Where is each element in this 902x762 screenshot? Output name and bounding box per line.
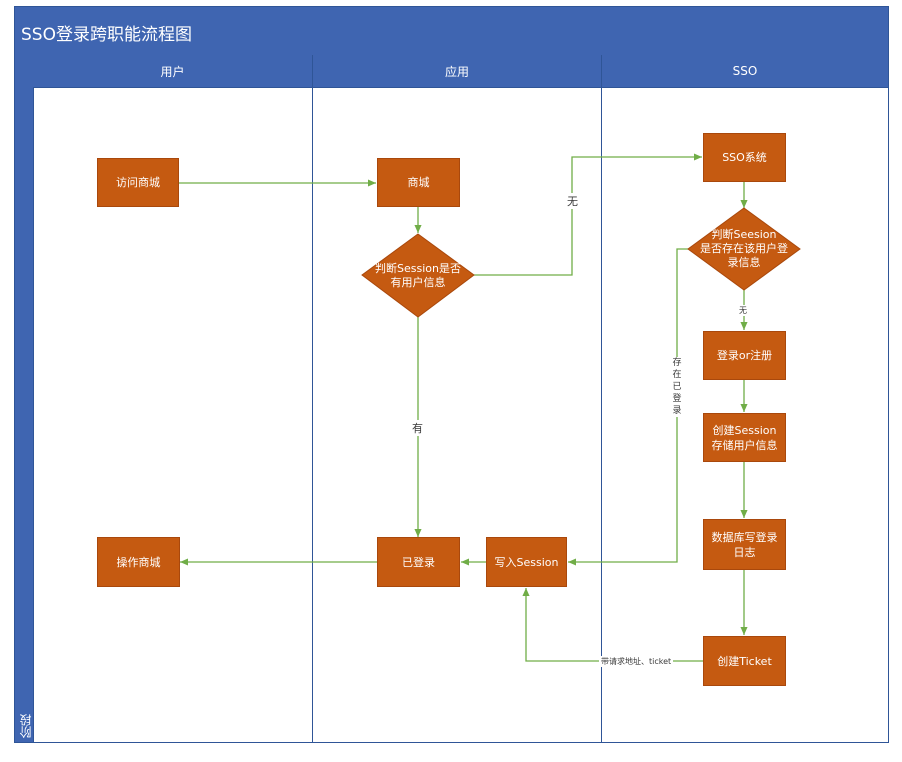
- edge-label-ticket: 带请求地址、ticket: [599, 656, 674, 667]
- node-create-session: 创建Session 存储用户信息: [703, 413, 786, 462]
- edge-label-already-logged: 存在已登录: [671, 357, 683, 417]
- node-write-session: 写入Session: [486, 537, 567, 587]
- edge-check-to-sso: [474, 153, 702, 276]
- lane-header-app: 应用: [313, 55, 602, 88]
- node-db-log: 数据库写登录 日志: [703, 519, 786, 570]
- node-mall: 商城: [377, 158, 460, 207]
- phase-bar: 阶段: [15, 55, 34, 742]
- node-login-register: 登录or注册: [703, 331, 786, 380]
- edge-ticket-to-write: [522, 588, 703, 662]
- lane-header-sso: SSO: [602, 55, 888, 88]
- node-check-session-label: 判断Session是否 有用户信息: [375, 261, 461, 289]
- lane-divider: [312, 88, 313, 742]
- decision-check-seesion: [687, 207, 801, 291]
- node-sso-system: SSO系统: [703, 133, 786, 182]
- node-visit-mall: 访问商城: [97, 158, 179, 207]
- title-bar: SSO登录跨职能流程图: [15, 7, 888, 56]
- lane-divider: [601, 88, 602, 742]
- lane-header-user: 用户: [33, 55, 313, 88]
- node-logged-in: 已登录: [377, 537, 460, 587]
- diagram-title: SSO登录跨职能流程图: [21, 25, 192, 45]
- edge-label-no-sso: 无: [565, 193, 580, 209]
- node-create-ticket: 创建Ticket: [703, 636, 786, 686]
- decision-check-session: [361, 233, 475, 318]
- node-check-seesion-label: 判断Seesion 是否存在该用户登 录信息: [700, 228, 788, 269]
- edge-label-no-login: 无: [737, 305, 749, 316]
- node-operate-mall: 操作商城: [97, 537, 180, 587]
- edge-label-yes: 有: [410, 420, 425, 436]
